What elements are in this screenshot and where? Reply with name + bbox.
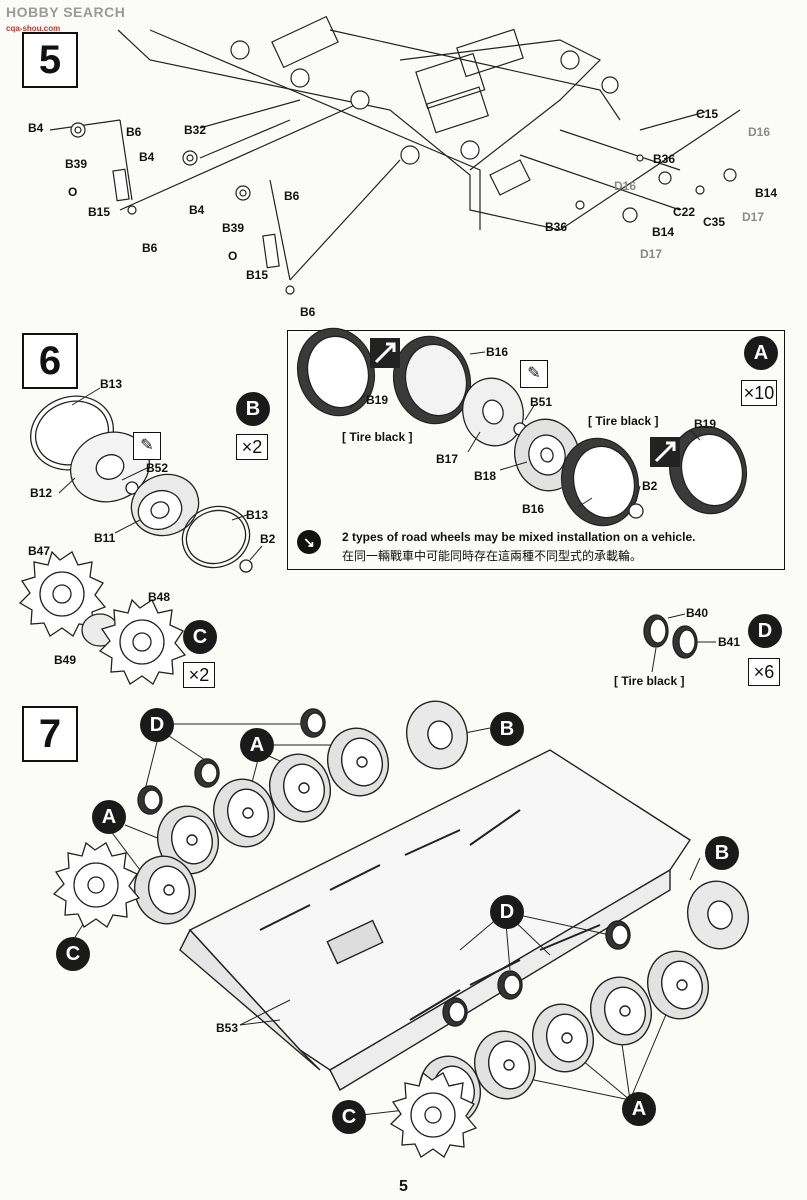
label-b41: B41 bbox=[718, 635, 740, 649]
tire-black-note-2: [ Tire black ] bbox=[588, 414, 659, 428]
label-d16-b: D16 bbox=[614, 179, 636, 193]
step-5-part-labels: B4 B6 B32 B39 O B15 B6 B4 B4 B6 B39 O B1… bbox=[28, 107, 777, 319]
label-b11: B11 bbox=[94, 531, 116, 545]
label-b39-b: B39 bbox=[222, 221, 244, 235]
label-b47: B47 bbox=[28, 544, 50, 558]
multiplier-c: ×2 bbox=[183, 662, 215, 688]
label-b53: B53 bbox=[216, 1021, 238, 1035]
cement-icon-b: ✎ bbox=[133, 432, 161, 460]
watermark-subtext: cqa-shou.com bbox=[6, 24, 61, 33]
label-b18: B18 bbox=[474, 469, 496, 483]
badge-b-step7-right: B bbox=[705, 836, 739, 870]
road-wheel-a-panel bbox=[287, 330, 785, 570]
label-c22: C22 bbox=[673, 205, 695, 219]
step-5-number: 5 bbox=[22, 32, 78, 88]
label-b15-a: B15 bbox=[88, 205, 110, 219]
badge-c-step7-left: C bbox=[56, 937, 90, 971]
label-b13-a: B13 bbox=[100, 377, 122, 391]
badge-c-step7-bottom: C bbox=[332, 1100, 366, 1134]
label-b36-a: B36 bbox=[653, 152, 675, 166]
tire-black-note-1: [ Tire black ] bbox=[342, 430, 413, 444]
label-b16-a: B16 bbox=[486, 345, 508, 359]
label-b6-c: B6 bbox=[284, 189, 300, 203]
multiplier-b: ×2 bbox=[236, 434, 268, 460]
label-b6-b: B6 bbox=[142, 241, 158, 255]
multiplier-d: ×6 bbox=[748, 658, 780, 686]
label-b40: B40 bbox=[686, 606, 708, 620]
label-c15: C15 bbox=[696, 107, 718, 121]
badge-d-step7-lower: D bbox=[490, 895, 524, 929]
label-b4-b: B4 bbox=[139, 150, 155, 164]
label-d17-a: D17 bbox=[742, 210, 764, 224]
road-wheel-a-drawing bbox=[296, 327, 748, 527]
label-b17: B17 bbox=[436, 452, 458, 466]
label-b52: B52 bbox=[146, 461, 168, 475]
tire-black-note-d: [ Tire black ] bbox=[614, 674, 685, 688]
label-o-b: O bbox=[228, 249, 237, 263]
label-d16-a: D16 bbox=[748, 125, 770, 139]
label-b13-b: B13 bbox=[246, 508, 268, 522]
step-6-labels: B13 B52 B12 B11 B13 B2 B47 B48 B49 bbox=[28, 377, 276, 667]
label-b14-b: B14 bbox=[652, 225, 674, 239]
label-b39-a: B39 bbox=[65, 157, 87, 171]
badge-b-step6: B bbox=[236, 392, 270, 426]
mixed-wheel-note-en: 2 types of road wheels may be mixed inst… bbox=[342, 530, 696, 544]
step-5-drawing: B4 B6 B32 B39 O B15 B6 B4 B4 B6 B39 O B1… bbox=[28, 15, 777, 319]
label-b32: B32 bbox=[184, 123, 206, 137]
step-7-drawing: B53 bbox=[52, 700, 749, 1158]
label-b12: B12 bbox=[30, 486, 52, 500]
label-b48: B48 bbox=[148, 590, 170, 604]
step-7-number: 7 bbox=[22, 706, 78, 762]
label-b16-b: B16 bbox=[522, 502, 544, 516]
step-6-number: 6 bbox=[22, 333, 78, 389]
mixed-wheel-note-zh: 在同一輛戰車中可能同時存在這兩種不同型式的承載輪。 bbox=[342, 549, 643, 563]
label-b15-b: B15 bbox=[246, 268, 268, 282]
label-o-a: O bbox=[68, 185, 77, 199]
badge-b-step7-top: B bbox=[490, 712, 524, 746]
page-number: 5 bbox=[399, 1178, 408, 1195]
label-b14-a: B14 bbox=[755, 186, 777, 200]
badge-d-panel: D bbox=[748, 614, 782, 648]
label-b2-b: B2 bbox=[260, 532, 276, 546]
road-wheel-a-labels: B16 B19 B51 B17 B18 B19 B16 B2 bbox=[366, 345, 716, 516]
badge-a-step7-bottom: A bbox=[622, 1092, 656, 1126]
badge-d-step7-top: D bbox=[140, 708, 174, 742]
label-d17-b: D17 bbox=[640, 247, 662, 261]
label-c35: C35 bbox=[703, 215, 725, 229]
label-b4-c: B4 bbox=[189, 203, 205, 217]
badge-a-panel: A bbox=[744, 336, 778, 370]
multiplier-a: ×10 bbox=[741, 380, 777, 406]
return-roller-d-drawing: B40 B41 bbox=[643, 606, 740, 673]
watermark: HOBBY SEARCH bbox=[6, 4, 126, 20]
attention-icon: ↘ bbox=[297, 530, 321, 554]
badge-a-step7-left: A bbox=[92, 800, 126, 834]
label-b4-a: B4 bbox=[28, 121, 44, 135]
badge-c-step6: C bbox=[183, 620, 217, 654]
label-b51: B51 bbox=[530, 395, 552, 409]
label-b6-a: B6 bbox=[126, 125, 142, 139]
cement-icon-a: ✎ bbox=[520, 360, 548, 388]
label-b49: B49 bbox=[54, 653, 76, 667]
label-b6-d: B6 bbox=[300, 305, 316, 319]
label-b19-a: B19 bbox=[366, 393, 388, 407]
label-b19-b: B19 bbox=[694, 417, 716, 431]
badge-a-step7-top: A bbox=[240, 728, 274, 762]
label-b36-b: B36 bbox=[545, 220, 567, 234]
label-b2-a: B2 bbox=[642, 479, 658, 493]
